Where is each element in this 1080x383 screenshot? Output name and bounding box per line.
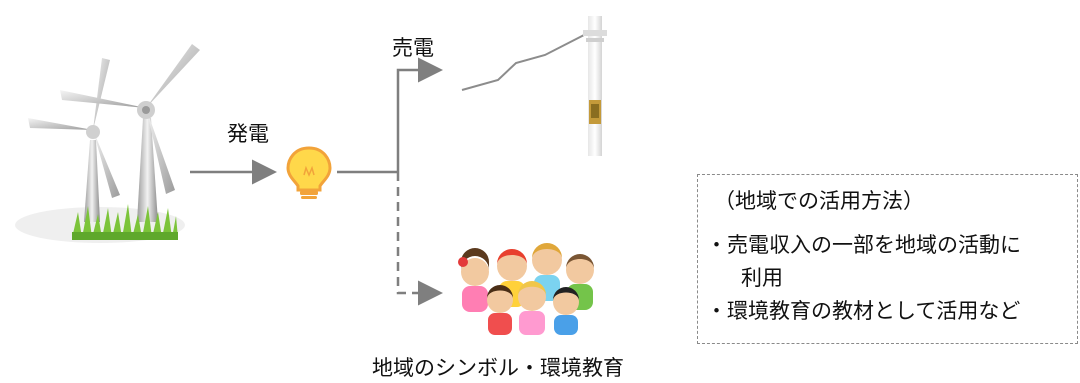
arrow-sell <box>396 57 443 172</box>
children-group-icon <box>458 243 594 335</box>
usage-note-box: （地域での活用方法） ・売電収入の一部を地域の活動に 利用 ・環境教育の教材とし… <box>697 174 1078 344</box>
note-line-1: ・売電収入の一部を地域の活動に <box>706 233 1021 257</box>
utility-pole-icon <box>461 16 607 156</box>
note-title: （地域での活用方法） <box>714 189 924 213</box>
grass <box>72 204 178 238</box>
note-line-3: ・環境教育の教材として活用など <box>706 299 1021 323</box>
label-sell: 売電 <box>392 36 434 60</box>
note-line-2: 利用 <box>741 266 783 290</box>
light-bulb-icon <box>286 146 332 199</box>
label-generate: 発電 <box>227 122 269 146</box>
wind-turbines-icon <box>15 44 200 243</box>
label-symbol: 地域のシンボル・環境教育 <box>372 356 624 380</box>
arrow-symbol <box>396 172 443 306</box>
